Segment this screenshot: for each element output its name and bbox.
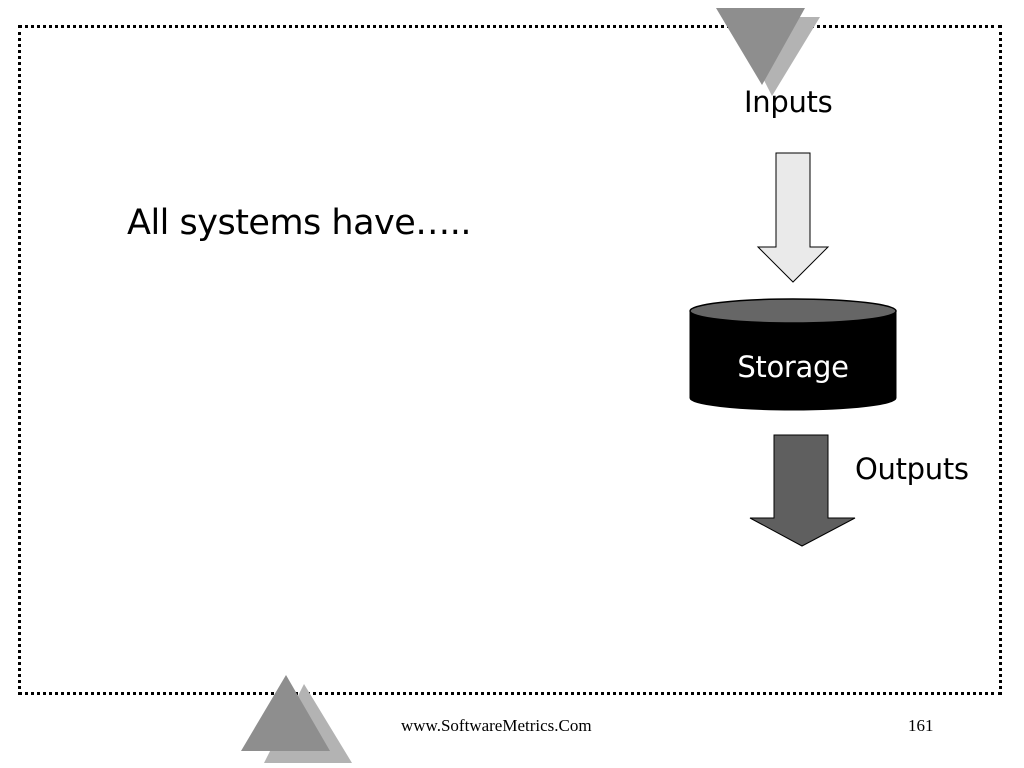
outputs-label: Outputs [855,452,969,486]
dotted-frame [18,25,1002,695]
inputs-label: Inputs [744,85,833,119]
page-number: 161 [908,716,934,735]
input-arrow [756,152,830,283]
slide-heading: All systems have….. [127,203,472,243]
storage-cylinder [689,298,897,411]
top-triangle-dark [716,8,805,85]
output-arrow [749,434,856,547]
footer-url: www.SoftwareMetrics.Com [401,716,592,735]
storage-label: Storage [737,350,849,384]
bottom-triangle-dark [241,675,330,751]
